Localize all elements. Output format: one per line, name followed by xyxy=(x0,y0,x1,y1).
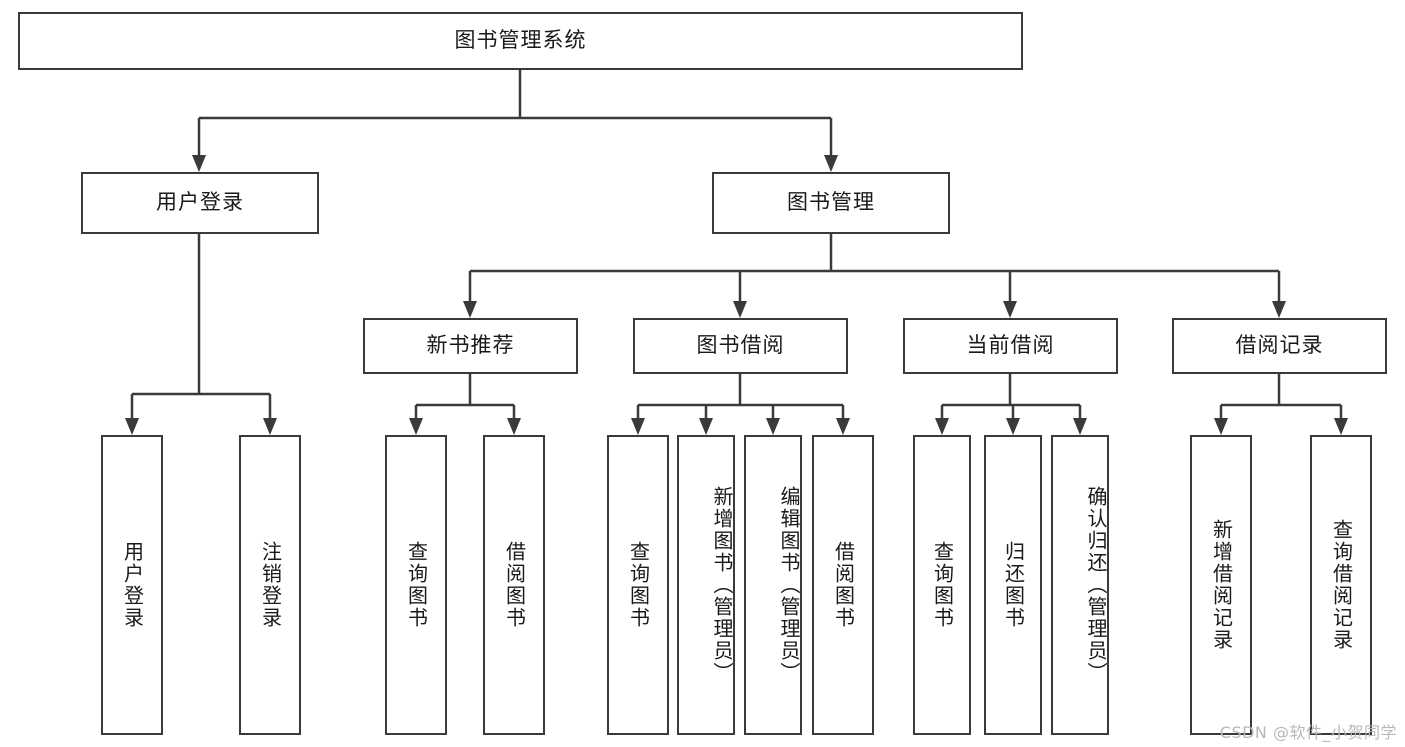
node-new-book-recommend[interactable]: 新书推荐 xyxy=(363,318,578,374)
node-new-book-recommend-label: 新书推荐 xyxy=(426,333,515,358)
node-root-system[interactable]: 图书管理系统 xyxy=(18,12,1023,70)
csdn-watermark: CSDN @软件_小贺同学 xyxy=(1219,723,1397,742)
leaf-node-label: 借阅图书 xyxy=(831,541,856,629)
node-borrow-records[interactable]: 借阅记录 xyxy=(1172,318,1387,374)
node-book-management-label: 图书管理 xyxy=(787,190,875,215)
leaf-node-label: 查询图书 xyxy=(404,541,429,629)
leaf-node[interactable]: 查询图书 xyxy=(913,435,971,735)
node-current-borrow-label: 当前借阅 xyxy=(966,333,1055,358)
leaf-node[interactable]: 归还图书 xyxy=(984,435,1042,735)
leaf-node-label: 编辑图书（管理员） xyxy=(777,486,801,684)
node-borrow-records-label: 借阅记录 xyxy=(1235,333,1324,358)
node-book-borrow-label: 图书借阅 xyxy=(696,333,785,358)
leaf-node-label: 归还图书 xyxy=(1001,541,1026,629)
node-book-borrow[interactable]: 图书借阅 xyxy=(633,318,848,374)
node-user-login-label: 用户登录 xyxy=(156,190,244,215)
leaf-node-label: 查询借阅记录 xyxy=(1329,519,1354,651)
leaf-node[interactable]: 新增借阅记录 xyxy=(1190,435,1252,735)
leaf-node-label: 确认归还（管理员） xyxy=(1084,486,1108,684)
node-book-management[interactable]: 图书管理 xyxy=(712,172,950,234)
leaf-node[interactable]: 查询图书 xyxy=(385,435,447,735)
leaf-node-label: 借阅图书 xyxy=(502,541,527,629)
leaf-node-label: 注销登录 xyxy=(258,541,283,629)
leaf-node[interactable]: 查询借阅记录 xyxy=(1310,435,1372,735)
leaf-node[interactable]: 注销登录 xyxy=(239,435,301,735)
leaf-node[interactable]: 编辑图书（管理员） xyxy=(744,435,802,735)
leaf-node-label: 新增图书（管理员） xyxy=(710,486,734,684)
leaf-node[interactable]: 新增图书（管理员） xyxy=(677,435,735,735)
leaf-node-label: 用户登录 xyxy=(120,541,145,629)
leaf-node[interactable]: 借阅图书 xyxy=(483,435,545,735)
leaf-node-label: 查询图书 xyxy=(626,541,651,629)
node-root-label: 图书管理系统 xyxy=(454,28,587,53)
leaf-node[interactable]: 用户登录 xyxy=(101,435,163,735)
leaf-node-label: 新增借阅记录 xyxy=(1209,519,1234,651)
leaf-node[interactable]: 确认归还（管理员） xyxy=(1051,435,1109,735)
leaf-node-label: 查询图书 xyxy=(930,541,955,629)
leaf-node[interactable]: 查询图书 xyxy=(607,435,669,735)
node-current-borrow[interactable]: 当前借阅 xyxy=(903,318,1118,374)
leaf-node[interactable]: 借阅图书 xyxy=(812,435,874,735)
node-user-login[interactable]: 用户登录 xyxy=(81,172,319,234)
